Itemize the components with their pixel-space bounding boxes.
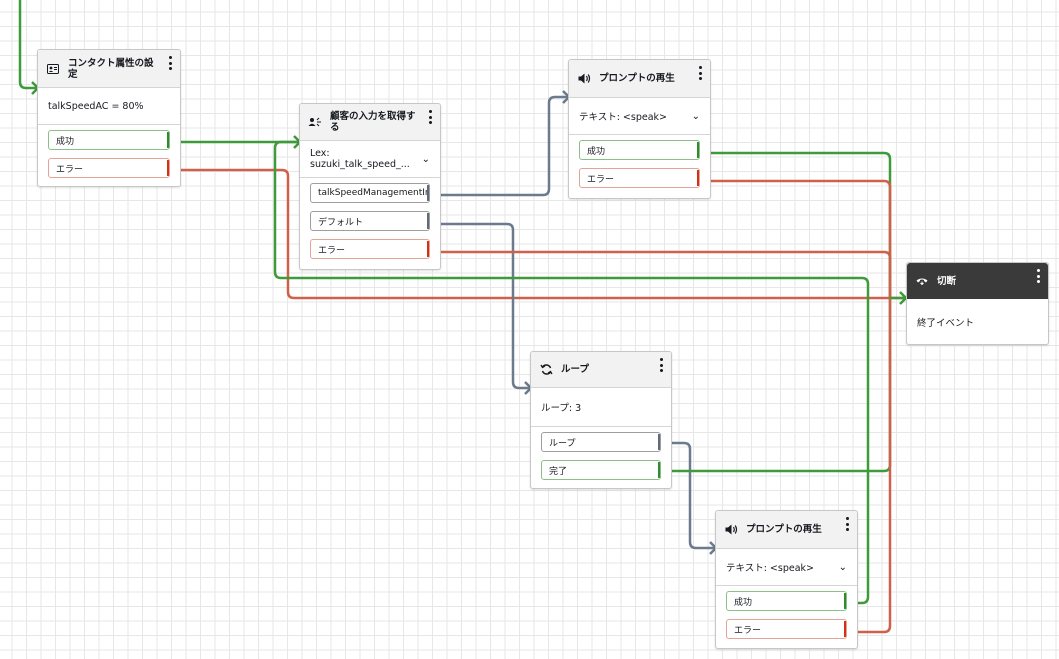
output-port[interactable] [427, 185, 429, 201]
branch-error[interactable]: エラー [726, 619, 847, 639]
connector-loop-loop [672, 441, 716, 550]
branch-list: 成功 エラー [38, 125, 180, 184]
branch-label: talkSpeedManagementInt... [318, 188, 430, 198]
branch-error[interactable]: エラー [579, 168, 700, 188]
block-body[interactable]: テキスト: <speak> ⌄ [569, 98, 710, 135]
branch-list: 成功 エラー [569, 135, 710, 194]
branch-intent[interactable]: talkSpeedManagementInt... [310, 183, 430, 203]
block-body: ループ: 3 [531, 388, 671, 427]
connector-prompt1-error [711, 179, 892, 298]
branch-label: 成功 [56, 136, 75, 147]
output-port[interactable] [658, 462, 660, 478]
output-port[interactable] [167, 132, 169, 148]
branch-error[interactable]: エラー [310, 239, 430, 259]
block-title: ループ [561, 364, 589, 375]
branch-label: デフォルト [318, 217, 364, 228]
branch-default[interactable]: デフォルト [310, 211, 430, 231]
connector-loop-complete [672, 298, 892, 473]
branch-list: talkSpeedManagementInt... デフォルト エラー [300, 178, 440, 265]
block-play-prompt-2[interactable]: プロンプトの再生 テキスト: <speak> ⌄ 成功 エラー [715, 510, 858, 649]
block-header[interactable]: プロンプトの再生 [716, 511, 857, 549]
connector-getinput-intent [441, 95, 569, 197]
branch-label: 完了 [549, 466, 568, 477]
output-port[interactable] [844, 621, 846, 637]
end-event-label: 終了イベント [917, 317, 975, 329]
branch-label: エラー [734, 625, 762, 636]
speaker-icon [577, 72, 591, 86]
customer-input-icon [308, 115, 322, 129]
branch-success[interactable]: 成功 [579, 140, 700, 160]
output-port[interactable] [697, 170, 699, 186]
block-play-prompt-1[interactable]: プロンプトの再生 テキスト: <speak> ⌄ 成功 エラー [568, 59, 711, 199]
branch-label: エラー [587, 174, 615, 185]
chevron-down-icon[interactable]: ⌄ [838, 561, 847, 573]
more-options-icon[interactable] [657, 358, 665, 372]
loop-count-value: ループ: 3 [541, 403, 582, 414]
connector-prompt1-success [711, 151, 892, 298]
branch-label: エラー [318, 245, 346, 256]
block-header[interactable]: 切断 [907, 263, 1048, 299]
prompt-text-value: テキスト: <speak> [579, 112, 668, 123]
block-header[interactable]: ループ [531, 352, 671, 388]
block-title: 切断 [937, 275, 957, 287]
block-loop[interactable]: ループ ループ: 3 ループ 完了 [530, 351, 672, 489]
block-set-contact-attributes[interactable]: コンタクト属性の設定 talkSpeedAC = 80% 成功 エラー [37, 49, 181, 187]
block-body[interactable]: テキスト: <speak> ⌄ [716, 549, 857, 586]
more-options-icon[interactable] [166, 56, 174, 70]
output-port[interactable] [844, 593, 846, 609]
block-header[interactable]: プロンプトの再生 [569, 60, 710, 98]
branch-label: 成功 [734, 597, 753, 608]
branch-label: ループ [549, 438, 576, 449]
loop-icon [539, 363, 553, 377]
block-body: talkSpeedAC = 80% [38, 88, 180, 125]
branch-success[interactable]: 成功 [726, 591, 847, 611]
attribute-value: talkSpeedAC = 80% [48, 100, 144, 112]
branch-list: ループ 完了 [531, 427, 671, 486]
block-header[interactable]: コンタクト属性の設定 [38, 50, 180, 88]
more-options-icon[interactable] [426, 110, 434, 124]
output-port[interactable] [658, 434, 660, 450]
output-port[interactable] [697, 142, 699, 158]
branch-complete[interactable]: 完了 [541, 460, 661, 480]
branch-label: 成功 [587, 146, 606, 157]
connector-getinput-error [441, 250, 892, 298]
connector-setattr-error [181, 168, 906, 300]
block-title: 顧客の入力を取得する [330, 111, 416, 133]
block-title: コンタクト属性の設定 [68, 57, 154, 80]
block-get-customer-input[interactable]: 顧客の入力を取得する Lex: suzuki_talk_speed_... ⌄ … [299, 103, 441, 270]
contact-card-icon [46, 62, 60, 76]
chevron-down-icon[interactable]: ⌄ [691, 110, 700, 122]
speaker-icon [724, 523, 738, 537]
hang-up-icon [915, 274, 929, 288]
connector-getinput-default [441, 222, 531, 390]
branch-label: エラー [56, 164, 84, 175]
block-title: プロンプトの再生 [599, 73, 675, 84]
block-disconnect[interactable]: 切断 終了イベント [906, 262, 1049, 345]
chevron-down-icon[interactable]: ⌄ [421, 153, 430, 165]
prompt-text-value: テキスト: <speak> [726, 563, 815, 574]
connector-entry [18, 0, 38, 90]
block-header[interactable]: 顧客の入力を取得する [300, 104, 440, 141]
branch-loop[interactable]: ループ [541, 432, 661, 452]
branch-list: 成功 エラー [716, 586, 857, 645]
more-options-icon[interactable] [843, 517, 851, 531]
branch-error[interactable]: エラー [48, 158, 170, 178]
more-options-icon[interactable] [1034, 269, 1042, 283]
output-port[interactable] [167, 160, 169, 176]
connector-prompt2-error [858, 298, 892, 634]
branch-success[interactable]: 成功 [48, 130, 170, 150]
output-port[interactable] [427, 241, 429, 257]
lex-bot-value: Lex: suzuki_talk_speed_... [310, 148, 410, 170]
block-body[interactable]: Lex: suzuki_talk_speed_... ⌄ [300, 141, 440, 178]
block-title: プロンプトの再生 [746, 524, 822, 535]
output-port[interactable] [427, 213, 429, 229]
block-body: 終了イベント [907, 299, 1048, 344]
more-options-icon[interactable] [696, 66, 704, 80]
